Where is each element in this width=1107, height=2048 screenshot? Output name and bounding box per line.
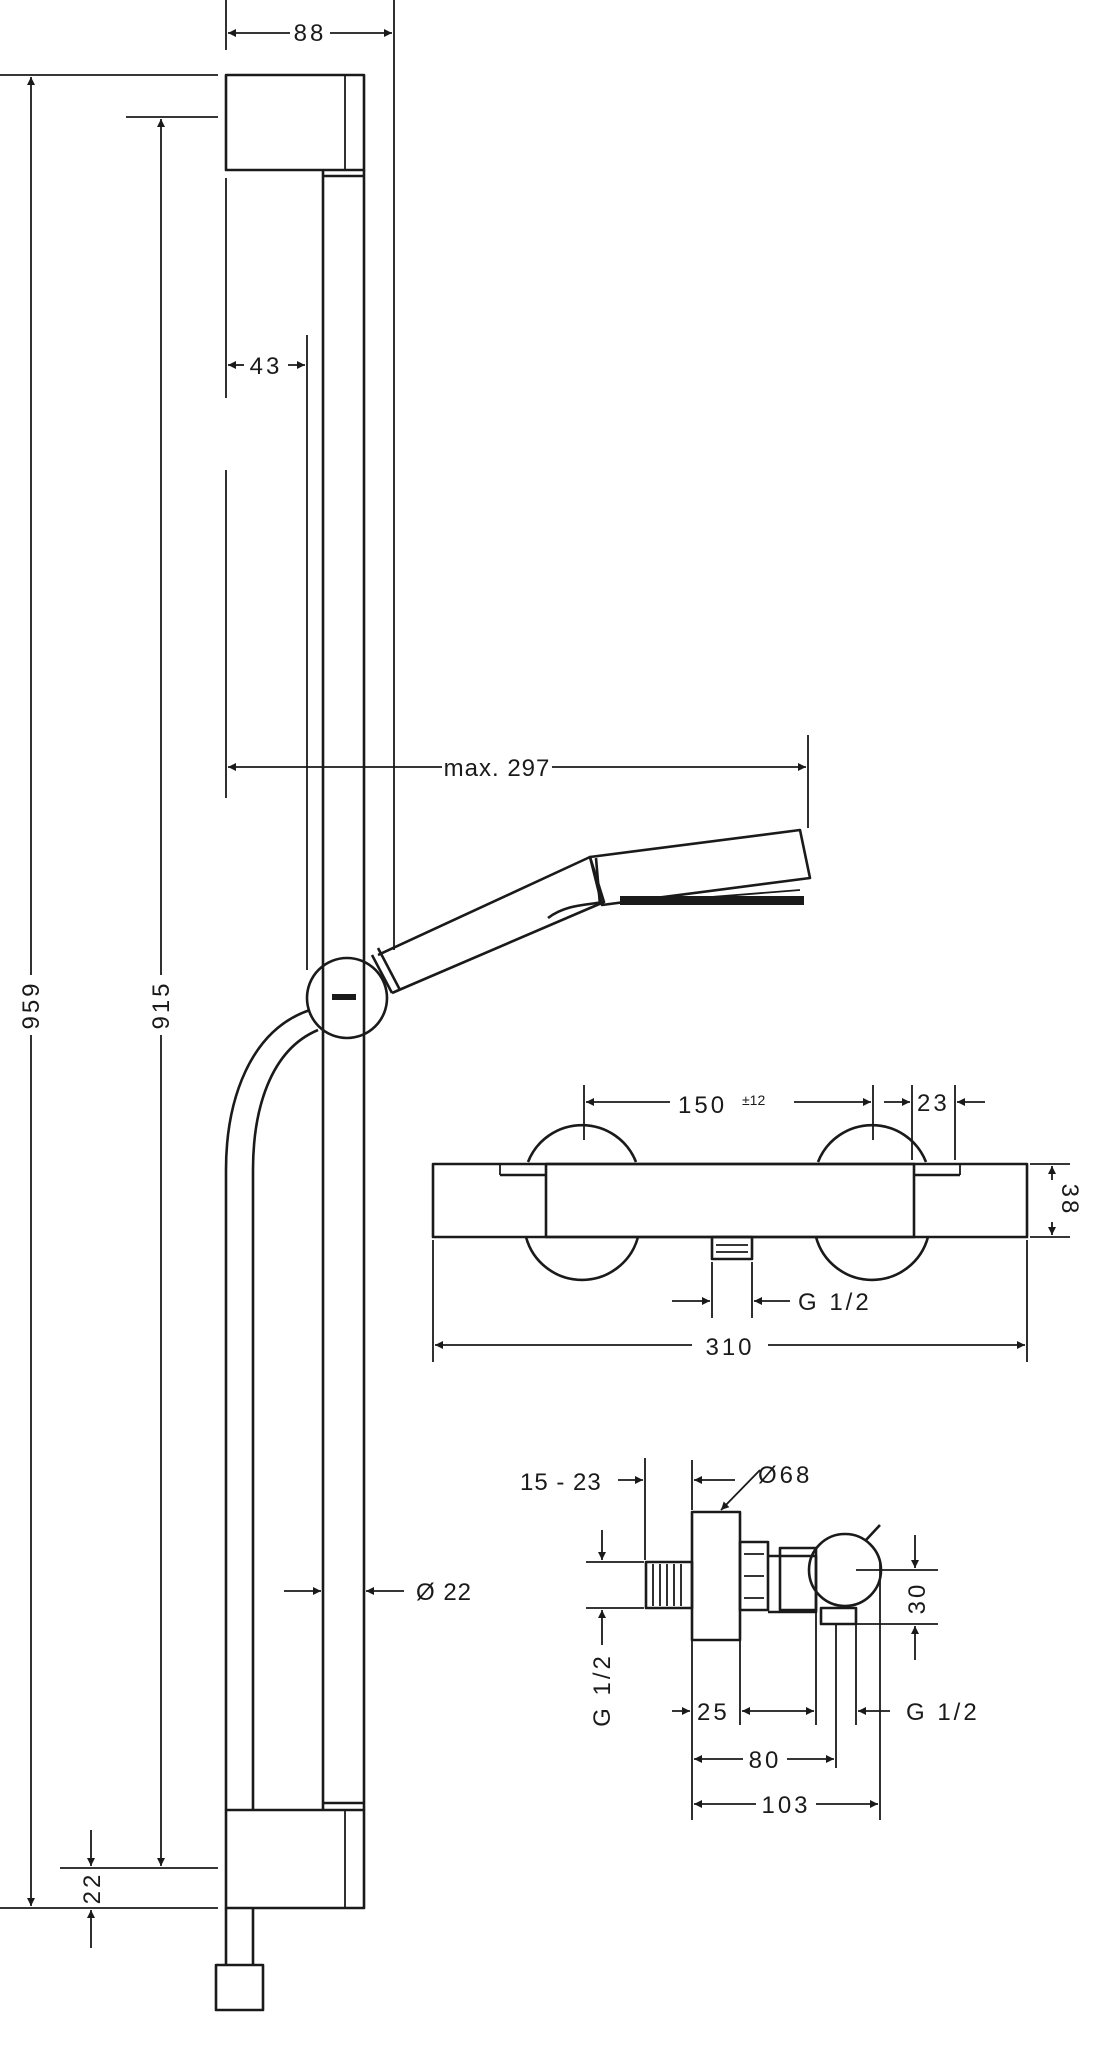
dim-rail-diameter: Ø 22 (416, 1579, 472, 1606)
dim-mixer-tolerance: ±12 (742, 1092, 765, 1108)
hose-nut (214, 1963, 265, 2012)
right-rosette (814, 1236, 930, 1282)
shower-rail (214, 73, 812, 2012)
dim-mixer-height: 38 (1056, 1184, 1083, 1217)
dim-mixer-end: 23 (917, 1090, 950, 1117)
dim-holder-offset: 43 (250, 353, 283, 380)
front-view-dimensions: 150 ±12 23 38 G 1/2 310 (432, 1085, 1083, 1362)
spray-nozzles (620, 896, 804, 905)
shower-hose-outer (224, 1008, 311, 1810)
top-wall-bracket (224, 73, 366, 172)
side-nut (738, 1540, 770, 1612)
shower-hose-inner (251, 1028, 319, 1810)
dim-side-outlet-height: 30 (904, 1582, 931, 1615)
dim-rail-width: 88 (294, 20, 327, 47)
dim-side-depth-1: 25 (697, 1699, 730, 1726)
dim-eccentric-range: 15 - 23 (520, 1469, 602, 1496)
slider-holder (305, 956, 389, 1040)
holder-logo (332, 994, 356, 1000)
dim-side-thread-right: G 1/2 (906, 1699, 980, 1726)
dim-max-reach: max. 297 (444, 755, 551, 782)
rail-dimensions: 88 43 max. 297 959 915 22 (0, 0, 809, 1948)
side-rosette (690, 1510, 742, 1642)
dim-mixer-length: 310 (705, 1334, 754, 1361)
dim-mixer-centers: 150 (678, 1092, 727, 1119)
side-view-dimensions: 15 - 23 Ø68 G 1/2 30 25 G 1/2 (520, 1458, 980, 1820)
left-rosette (524, 1236, 640, 1282)
thermostat-front-view (431, 1123, 1029, 1282)
dim-outlet-thread: G 1/2 (798, 1289, 872, 1316)
side-outlet (819, 1606, 858, 1626)
thermostat-side-view (644, 1510, 883, 1642)
dim-bottom-offset: 22 (79, 1872, 106, 1905)
dim-rail-length: 915 (148, 980, 175, 1029)
dim-side-depth-2: 80 (749, 1747, 782, 1774)
hand-shower (370, 828, 812, 995)
mixer-outlet (710, 1235, 754, 1261)
bottom-wall-bracket (224, 1808, 366, 1910)
dim-side-depth-3: 103 (761, 1792, 810, 1819)
dim-total-height: 959 (18, 980, 45, 1029)
dim-rosette-diameter: Ø68 (758, 1462, 812, 1489)
dim-side-thread-left: G 1/2 (589, 1653, 616, 1727)
